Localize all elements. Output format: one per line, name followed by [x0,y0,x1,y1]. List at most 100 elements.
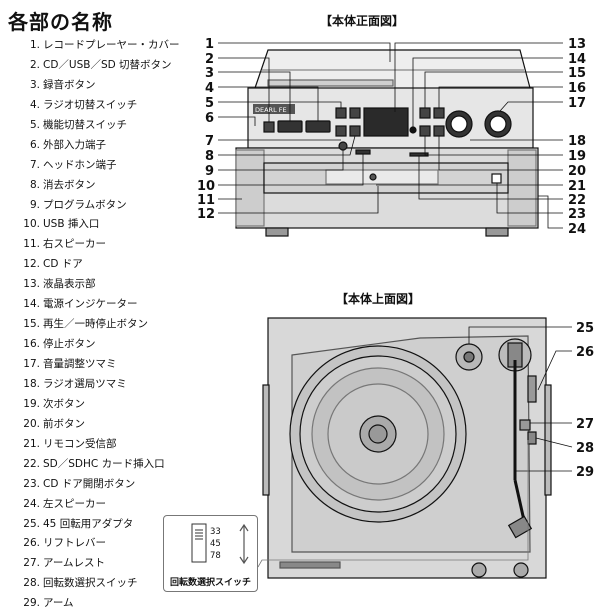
part-label: アームレスト [43,557,106,570]
part-number: 8. [29,178,40,191]
player-cover [254,49,531,89]
callout-20: 20 [568,164,586,179]
part-number: 7. [29,158,40,171]
right-speaker [235,149,265,227]
callout-10: 10 [197,179,215,194]
part-item: 22.SD／SDHC カード挿入口 [20,455,180,475]
part-number: 5. [29,118,40,131]
part-label: USB 挿入口 [43,218,100,231]
part-label: 前ボタン [43,417,85,430]
part-number: 24. [23,497,40,510]
part-item: 17.音量調整ツマミ [20,355,180,375]
lift-lever[interactable] [527,375,537,403]
callout-15: 15 [568,66,586,81]
record-button[interactable] [277,120,303,133]
top-callout-numbers: 25 26 27 28 29 [576,321,594,480]
program-button[interactable] [338,141,348,151]
erase-button[interactable] [349,125,361,137]
part-item: 10.USB 挿入口 [20,215,180,235]
part-number: 21. [23,437,40,450]
speed-switch-detail: 33 45 78 回転数選択スイッチ [163,515,258,592]
part-number: 23. [23,477,40,490]
part-label: リフトレバー [43,537,106,550]
top-view [257,317,573,579]
part-label: CD／USB／SD 切替ボタン [43,58,172,71]
part-number: 19. [23,397,40,410]
part-number: 11. [23,238,40,251]
callout-17: 17 [568,96,586,111]
part-label: 左スピーカー [43,497,106,510]
remote-sensor [369,173,377,181]
part-item: 26.リフトレバー [20,534,180,554]
callout-25: 25 [576,321,594,336]
stop-button[interactable] [433,107,445,119]
next-button[interactable] [419,125,431,137]
part-number: 1. [29,39,40,51]
part-label: 録音ボタン [43,78,96,91]
lcd-display [363,107,409,137]
part-label: ラジオ選局ツマミ [43,377,127,390]
part-label: 停止ボタン [43,338,96,351]
cd-door-open-button[interactable] [491,173,502,184]
left-speaker [507,149,537,227]
part-item: 16.停止ボタン [20,335,180,355]
part-item: 5.機能切替スイッチ [20,116,180,136]
part-item: 25.45 回転用アダプタ [20,515,180,535]
callout-8: 8 [205,149,214,164]
part-label: CD ドア [43,258,83,271]
speed-values: 33 45 78 [210,526,221,562]
headphone-jack [335,125,347,137]
part-label: 45 回転用アダプタ [43,517,134,530]
part-number: 3. [29,78,40,91]
page-title: 各部の名称 [8,10,113,34]
part-label: ラジオ切替スイッチ [43,98,138,111]
part-number: 22. [23,457,40,470]
callout-29: 29 [576,465,594,480]
play-pause-button[interactable] [419,107,431,119]
part-item: 23.CD ドア開閉ボタン [20,475,180,495]
speed-selector-switch[interactable] [527,431,537,445]
callout-9: 9 [205,164,214,179]
part-item: 19.次ボタン [20,395,180,415]
cd-usb-sd-button[interactable] [263,121,275,133]
part-number: 13. [23,278,40,291]
part-item: 24.左スピーカー [20,495,180,515]
prev-button[interactable] [433,125,445,137]
part-label: リモコン受信部 [43,437,117,450]
radio-switch[interactable] [305,120,331,133]
usb-slot [355,149,371,155]
callout-24: 24 [568,222,586,237]
part-number: 10. [23,218,40,231]
callout-6: 6 [205,111,214,126]
part-number: 16. [23,338,40,351]
part-label: 右スピーカー [43,238,106,251]
part-label: SD／SDHC カード挿入口 [43,457,165,470]
callout-23: 23 [568,207,586,222]
callout-27: 27 [576,417,594,432]
function-switch[interactable] [335,107,347,119]
part-label: 液晶表示部 [43,278,96,291]
part-number: 25. [23,517,40,530]
part-number: 9. [29,198,40,211]
part-item: 27.アームレスト [20,554,180,574]
callout-2: 2 [205,52,214,67]
part-label: 消去ボタン [43,178,96,191]
callout-21: 21 [568,179,586,194]
part-label: 再生／一時停止ボタン [43,318,148,331]
part-number: 2. [29,58,40,71]
part-label: 外部入力端子 [43,138,106,151]
part-item: 6.外部入力端子 [20,136,180,156]
part-label: 音量調整ツマミ [43,358,117,370]
callout-22: 22 [568,193,586,208]
part-item: 8.消去ボタン [20,176,180,196]
front-view [218,42,563,237]
brand-label: DEARL FE [255,106,287,114]
part-item: 3.録音ボタン [20,76,180,96]
part-item: 4.ラジオ切替スイッチ [20,96,180,116]
part-label: 回転数選択スイッチ [43,577,138,590]
callout-14: 14 [568,52,586,67]
part-label: 機能切替スイッチ [43,118,127,131]
part-item: 9.プログラムボタン [20,196,180,216]
callout-3: 3 [205,66,214,81]
